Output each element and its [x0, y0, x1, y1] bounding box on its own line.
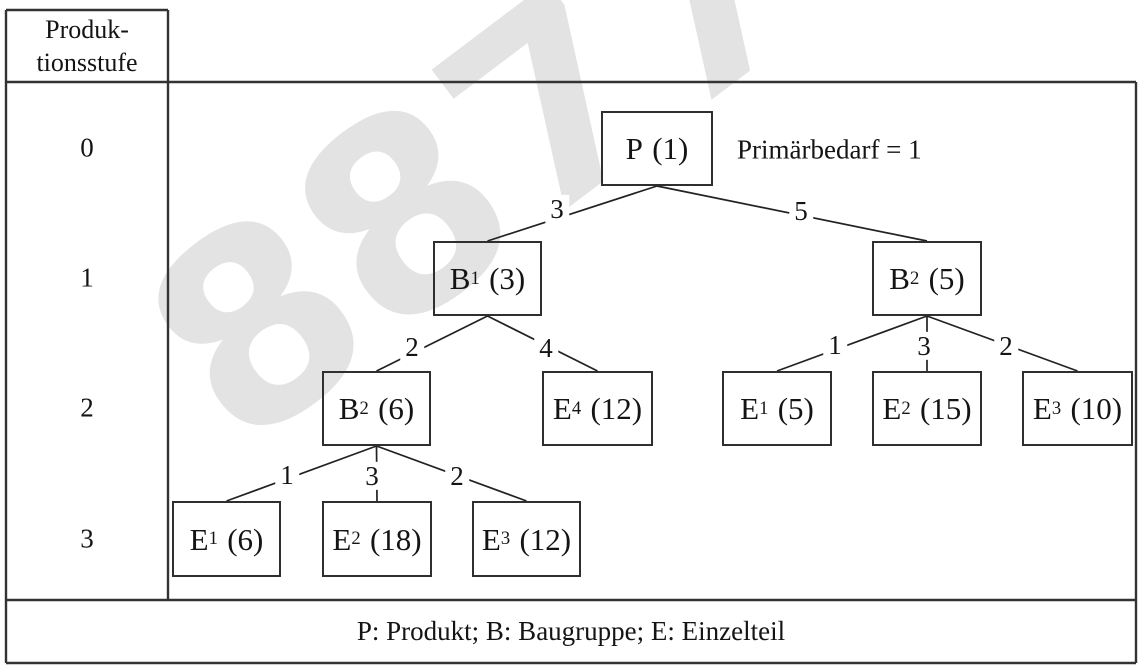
node-quantity: (12): [590, 391, 643, 426]
edge-label-B2b-E3b: 2: [445, 461, 469, 490]
legend-row: P: Produkt; B: Baugruppe; E: Einzelteil: [6, 600, 1136, 663]
edge-label-B2b-E1b: 1: [275, 460, 299, 489]
edge-label-B2b-E2b: 3: [360, 461, 384, 490]
node-quantity: (3): [489, 261, 526, 296]
edge-label-B2a-E1a: 1: [823, 330, 847, 359]
edge-label-B2a-E3a: 2: [994, 331, 1018, 360]
node-base-letter: E: [740, 391, 760, 426]
node-quantity: (15): [919, 391, 972, 426]
legend-text: P: Produkt; B: Baugruppe; E: Einzelteil: [356, 616, 786, 646]
edge-line-B2a-E1a: [776, 315, 928, 372]
node-base-letter: P: [625, 131, 643, 166]
node-base-letter: E: [552, 391, 572, 426]
table-frame: [4, 8, 1138, 665]
stage-label-0: 0: [80, 132, 94, 163]
edge-line-B2b-E1b: [226, 445, 377, 502]
node-quantity: (10): [1070, 391, 1123, 426]
node-P: P (1): [601, 111, 713, 186]
node-base-letter: B: [449, 261, 471, 296]
node-base-letter: B: [889, 261, 910, 296]
edge-label-B1-E4: 4: [534, 333, 558, 362]
edge-line-P-B1: [487, 185, 658, 242]
node-base-letter: E: [882, 391, 902, 426]
node-quantity: (6): [378, 391, 415, 426]
stage-label-1: 1: [80, 262, 94, 293]
stage-column-header-line2: tionsstufe: [36, 48, 138, 77]
stage-label-2: 2: [80, 392, 94, 423]
stage-label-3: 3: [80, 523, 94, 554]
edge-label-P-B1: 3: [545, 194, 569, 223]
edge-line-B1-B2b: [376, 315, 488, 372]
node-quantity: (5): [928, 261, 965, 296]
node-quantity: (6): [227, 521, 264, 557]
node-base-letter: E: [332, 521, 352, 557]
node-quantity: (1): [652, 131, 689, 166]
stage-column-header: Produk- tionsstufe: [6, 10, 168, 82]
edge-label-B2a-E2a: 3: [912, 331, 936, 360]
node-base-letter: B: [338, 391, 360, 426]
node-base-letter: E: [189, 521, 209, 557]
edge-label-B1-B2b: 2: [400, 332, 424, 361]
node-quantity: (5): [777, 391, 814, 426]
node-base-letter: E: [1032, 391, 1052, 426]
node-base-letter: E: [481, 521, 501, 557]
stage-column-header-line1: Produk-: [45, 14, 129, 44]
node-quantity: (18): [369, 521, 422, 557]
edge-label-P-B2a: 5: [789, 196, 813, 225]
primary-demand-annotation: Primärbedarf = 1: [737, 134, 922, 165]
node-quantity: (12): [519, 521, 572, 557]
